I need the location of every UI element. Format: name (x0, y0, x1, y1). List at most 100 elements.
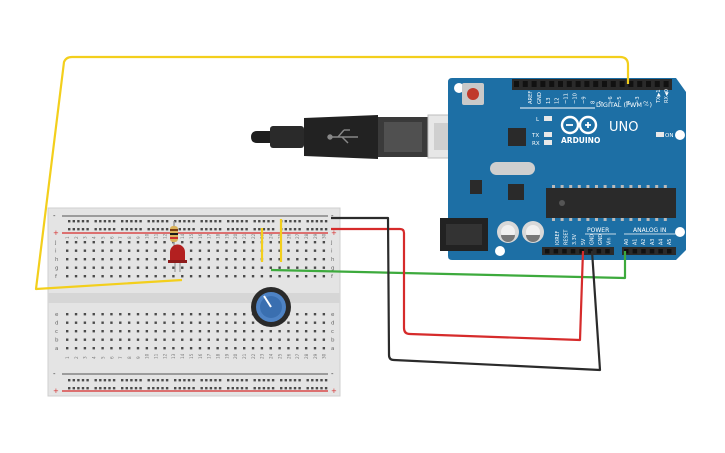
breadboard-hole[interactable] (181, 321, 184, 324)
breadboard-hole[interactable] (313, 321, 317, 324)
breadboard-hole[interactable] (278, 347, 281, 350)
breadboard-hole[interactable] (216, 330, 219, 333)
rail-hole[interactable] (236, 379, 239, 382)
breadboard-hole[interactable] (304, 258, 308, 261)
breadboard-hole[interactable] (172, 321, 175, 324)
rail-hole[interactable] (152, 379, 155, 382)
breadboard-hole[interactable] (145, 275, 149, 278)
rail-hole[interactable] (134, 379, 138, 382)
breadboard-hole[interactable] (92, 338, 95, 341)
breadboard-hole[interactable] (198, 321, 202, 324)
breadboard-hole[interactable] (181, 338, 184, 341)
breadboard-hole[interactable] (145, 330, 149, 333)
breadboard-hole[interactable] (110, 258, 113, 261)
breadboard-hole[interactable] (163, 347, 166, 350)
breadboard-hole[interactable] (83, 330, 87, 333)
header-pin[interactable] (545, 249, 550, 254)
rail-hole[interactable] (311, 387, 314, 390)
rail-hole[interactable] (81, 220, 85, 223)
breadboard-hole[interactable] (243, 241, 246, 244)
breadboard-hole[interactable] (287, 338, 290, 341)
breadboard-hole[interactable] (243, 338, 246, 341)
breadboard-hole[interactable] (251, 275, 255, 278)
breadboard-hole[interactable] (163, 275, 166, 278)
breadboard-hole[interactable] (119, 313, 122, 316)
breadboard-hole[interactable] (278, 330, 281, 333)
breadboard-hole[interactable] (136, 275, 140, 278)
breadboard-hole[interactable] (296, 241, 299, 244)
header-pin[interactable] (584, 81, 590, 87)
rail-hole[interactable] (112, 228, 116, 231)
header-pin[interactable] (667, 249, 672, 254)
rail-hole[interactable] (68, 228, 71, 231)
rail-hole[interactable] (72, 228, 75, 231)
rail-hole[interactable] (306, 387, 309, 390)
header-pin[interactable] (522, 81, 528, 87)
rail-hole[interactable] (94, 228, 97, 231)
breadboard-hole[interactable] (119, 330, 122, 333)
breadboard-hole[interactable] (127, 275, 131, 278)
breadboard-hole[interactable] (66, 249, 69, 252)
rail-hole[interactable] (240, 379, 244, 382)
header-pin[interactable] (562, 249, 567, 254)
breadboard-hole[interactable] (260, 330, 264, 333)
rail-hole[interactable] (205, 379, 208, 382)
breadboard-hole[interactable] (83, 241, 87, 244)
breadboard-hole[interactable] (304, 241, 308, 244)
breadboard-hole[interactable] (189, 258, 193, 261)
breadboard-hole[interactable] (136, 321, 140, 324)
breadboard-hole[interactable] (296, 258, 299, 261)
breadboard-hole[interactable] (234, 330, 237, 333)
breadboard-hole[interactable] (172, 313, 175, 316)
breadboard-hole[interactable] (145, 249, 149, 252)
rail-hole[interactable] (271, 220, 275, 223)
breadboard-hole[interactable] (181, 347, 184, 350)
breadboard-hole[interactable] (145, 338, 149, 341)
header-pin[interactable] (641, 249, 646, 254)
rail-hole[interactable] (165, 220, 169, 223)
breadboard-hole[interactable] (198, 275, 202, 278)
breadboard-hole[interactable] (313, 241, 317, 244)
breadboard-hole[interactable] (101, 249, 104, 252)
breadboard-hole[interactable] (313, 258, 317, 261)
rail-hole[interactable] (130, 220, 133, 223)
rail-hole[interactable] (86, 220, 89, 223)
breadboard-hole[interactable] (119, 347, 122, 350)
breadboard-hole[interactable] (66, 330, 69, 333)
breadboard-hole[interactable] (260, 275, 264, 278)
rail-hole[interactable] (231, 387, 234, 390)
rail-hole[interactable] (121, 228, 124, 231)
breadboard-hole[interactable] (216, 275, 219, 278)
rail-hole[interactable] (280, 387, 283, 390)
breadboard-hole[interactable] (127, 338, 131, 341)
breadboard-hole[interactable] (66, 266, 69, 269)
rail-hole[interactable] (108, 387, 111, 390)
breadboard-hole[interactable] (172, 338, 175, 341)
breadboard-hole[interactable] (110, 321, 113, 324)
breadboard-hole[interactable] (127, 249, 131, 252)
breadboard-hole[interactable] (313, 330, 317, 333)
breadboard-hole[interactable] (296, 330, 299, 333)
breadboard-hole[interactable] (287, 275, 290, 278)
rail-hole[interactable] (267, 387, 270, 390)
rail-hole[interactable] (139, 220, 142, 223)
rail-hole[interactable] (147, 387, 150, 390)
breadboard-hole[interactable] (269, 241, 272, 244)
breadboard-hole[interactable] (66, 313, 69, 316)
led[interactable] (168, 244, 187, 272)
rail-hole[interactable] (253, 379, 256, 382)
rail-hole[interactable] (320, 220, 323, 223)
breadboard-hole[interactable] (198, 347, 202, 350)
rail-hole[interactable] (156, 387, 160, 390)
header-pin[interactable] (624, 249, 629, 254)
breadboard-hole[interactable] (225, 330, 228, 333)
breadboard-hole[interactable] (322, 338, 326, 341)
breadboard-hole[interactable] (207, 241, 210, 244)
rail-hole[interactable] (240, 387, 244, 390)
breadboard-hole[interactable] (198, 258, 202, 261)
rail-hole[interactable] (315, 228, 319, 231)
breadboard-hole[interactable] (66, 338, 69, 341)
breadboard-hole[interactable] (83, 347, 87, 350)
breadboard-hole[interactable] (110, 249, 113, 252)
